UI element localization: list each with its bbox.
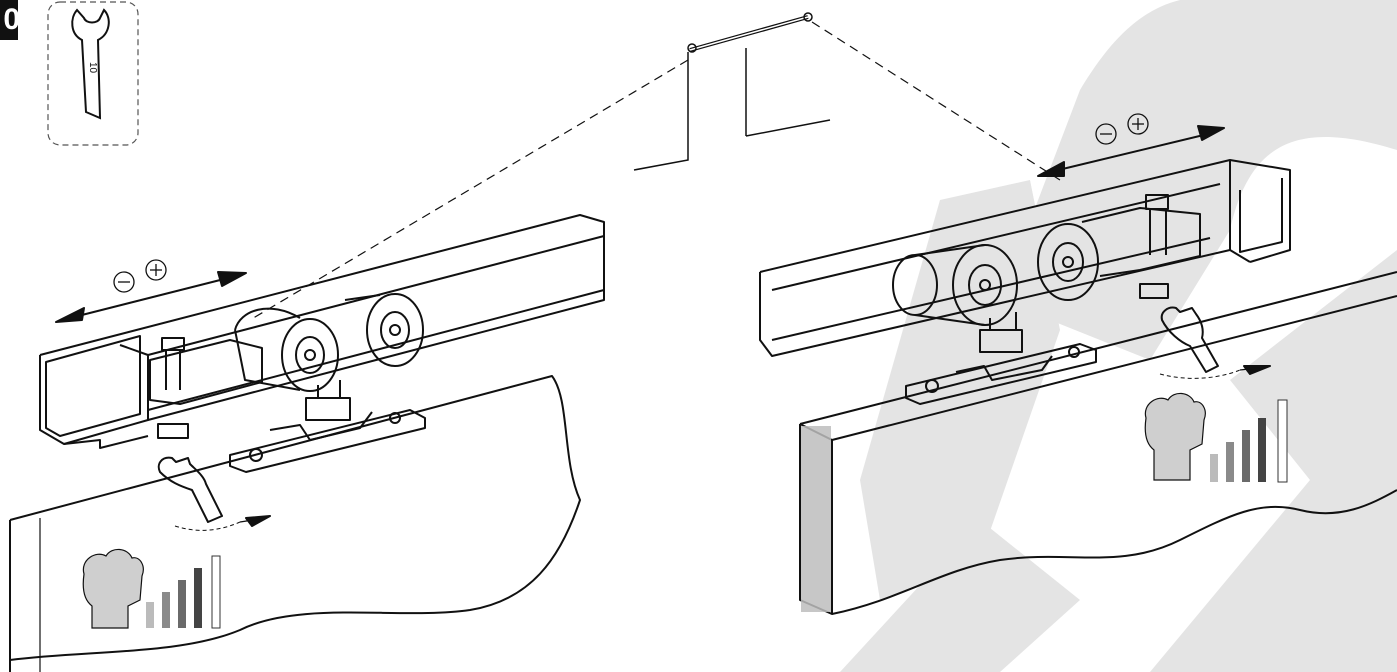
fist-icon <box>1144 392 1206 481</box>
right-adjust-arrow <box>1037 113 1225 177</box>
right-tightening-indicator <box>1144 392 1288 483</box>
level-bar-2 <box>1226 442 1234 482</box>
left-tightening-indicator <box>82 548 221 629</box>
wrench-size-label: 10 <box>87 62 98 74</box>
level-bar-4 <box>194 568 202 628</box>
level-bar-1 <box>146 602 154 628</box>
detail-inset <box>249 12 1061 321</box>
level-bar-3 <box>1242 430 1250 482</box>
level-bar-4 <box>1258 418 1266 482</box>
tool-indicator: 10 <box>47 1 139 146</box>
level-bar-2 <box>162 592 170 628</box>
left-adjust-arrow <box>55 259 247 323</box>
left-assembly <box>9 214 605 672</box>
wrench-icon <box>71 8 110 120</box>
level-bar-5 <box>1277 399 1288 483</box>
level-bar-3 <box>178 580 186 628</box>
fist-icon <box>82 548 144 629</box>
level-bar-5 <box>211 555 221 629</box>
right-assembly <box>759 113 1397 615</box>
level-bar-1 <box>1210 454 1218 482</box>
right-door-edge <box>801 426 831 612</box>
watermark <box>840 0 1397 672</box>
step-number-badge: 0 <box>0 0 18 40</box>
